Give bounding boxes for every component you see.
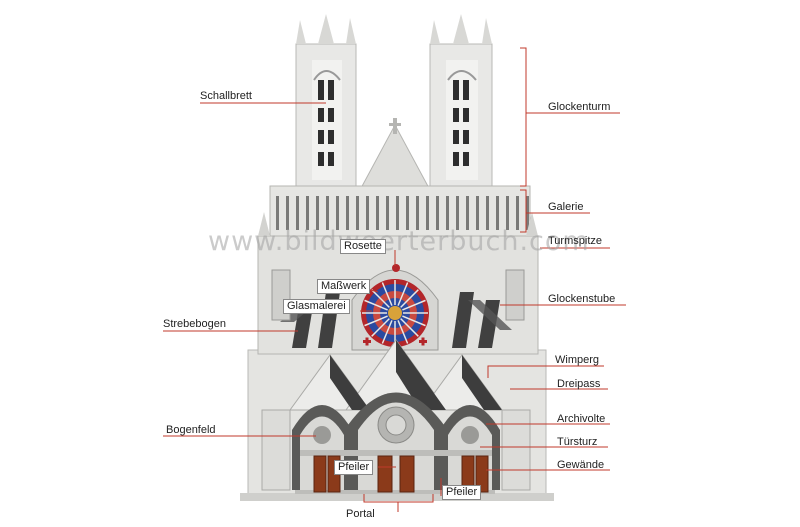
label-glasmalerei: Glasmalerei bbox=[283, 299, 350, 314]
label-pfeiler-left: Pfeiler bbox=[334, 460, 373, 475]
label-masswerk: Maßwerk bbox=[317, 279, 370, 294]
left-tower bbox=[296, 14, 356, 194]
label-portal: Portal bbox=[346, 508, 375, 521]
label-glockenstube: Glockenstube bbox=[548, 293, 615, 306]
label-schallbrett: Schallbrett bbox=[200, 90, 252, 103]
rose-window bbox=[361, 279, 429, 347]
label-rosette: Rosette bbox=[340, 239, 386, 254]
label-pfeiler-right: Pfeiler bbox=[442, 485, 481, 500]
label-glockenturm: Glockenturm bbox=[548, 101, 610, 114]
label-gewaende: Gewände bbox=[557, 459, 604, 472]
label-galerie: Galerie bbox=[548, 201, 583, 214]
right-tower bbox=[430, 14, 492, 194]
label-tuersturz: Türsturz bbox=[557, 436, 597, 449]
label-archivolte: Archivolte bbox=[557, 413, 605, 426]
label-dreipass: Dreipass bbox=[557, 378, 600, 391]
label-strebebogen: Strebebogen bbox=[163, 318, 226, 331]
watermark-text: www.bildwoerterbuch.com bbox=[208, 226, 590, 257]
label-wimperg: Wimperg bbox=[555, 354, 599, 367]
label-bogenfeld: Bogenfeld bbox=[166, 424, 216, 437]
label-turmspitze: Turmspitze bbox=[548, 235, 602, 248]
